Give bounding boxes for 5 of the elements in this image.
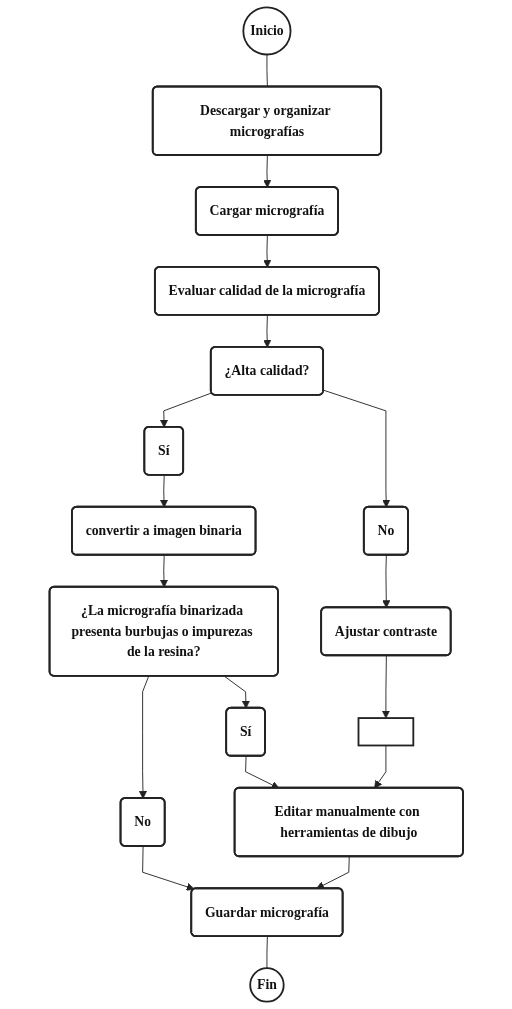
node-box (357, 717, 414, 747)
node-circle: Inicio (242, 6, 292, 56)
connector (266, 54, 268, 88)
node-circle: Fin (249, 967, 285, 1003)
connector (266, 936, 268, 969)
